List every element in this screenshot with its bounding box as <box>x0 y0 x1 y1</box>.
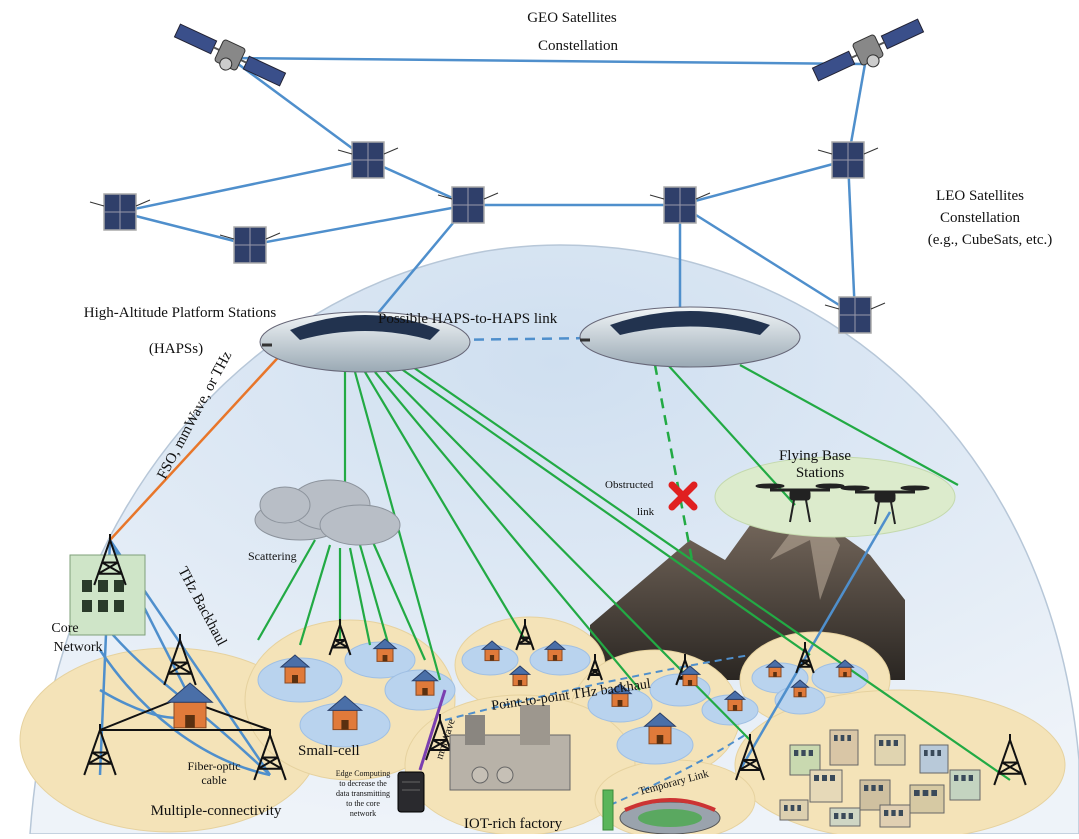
cloud-icon <box>254 479 401 546</box>
geo-satellite-icon <box>811 18 925 82</box>
edge-computing-label: to the core <box>346 799 380 808</box>
house-icon <box>723 690 747 712</box>
building-icon <box>874 734 906 766</box>
edge-computing-label: to decrease the <box>339 779 387 788</box>
fiber-label: Fiber-optic <box>187 759 240 773</box>
house-icon <box>543 640 567 662</box>
core-network-label: Network <box>54 640 103 655</box>
building-icon <box>909 784 945 814</box>
house-icon <box>279 654 311 684</box>
leo-label: LEO Satellites <box>936 188 1024 204</box>
geo-satellite-icon <box>173 23 287 87</box>
flying-bs-label: Flying Base <box>779 448 851 464</box>
cell-tower-icon <box>425 714 455 761</box>
house-icon <box>326 695 364 731</box>
cubesat-icon <box>89 193 151 231</box>
flying-bs-label: Stations <box>796 465 845 481</box>
core-network-building-icon <box>69 554 146 636</box>
drone-icon <box>755 483 845 523</box>
edge-computing-label: data transmitting <box>336 789 390 798</box>
house-icon <box>166 682 214 729</box>
leo-label: (e.g., CubeSats, etc.) <box>928 232 1053 248</box>
haps-link-label: Possible HAPS-to-HAPS link <box>378 311 558 327</box>
cell-tower-icon <box>93 534 127 586</box>
temporary-tower-icon <box>602 789 614 831</box>
iot-factory-label: IOT-rich factory <box>464 816 563 832</box>
house-icon <box>678 665 702 687</box>
obstructed-label: link <box>637 506 655 518</box>
cubesat-icon <box>817 141 879 179</box>
house-icon <box>372 638 398 662</box>
haps-label: High-Altitude Platform Stations <box>84 305 277 321</box>
leo-label: Constellation <box>940 210 1020 226</box>
cell-tower-icon <box>83 724 117 776</box>
fiber-label: cable <box>201 773 226 787</box>
obstruction-x-icon <box>668 481 698 511</box>
house-icon <box>765 659 785 678</box>
cubesat-icon <box>337 141 399 179</box>
core-network-label: Core <box>51 621 78 636</box>
small-cell-label: Small-cell <box>298 743 360 759</box>
geo-label: GEO Satellites <box>527 10 617 26</box>
cell-tower-icon <box>993 734 1027 786</box>
cubesat-icon <box>437 186 499 224</box>
cell-tower-icon <box>515 619 535 651</box>
cell-tower-icon <box>253 729 287 781</box>
factory-icon <box>449 705 571 791</box>
house-icon <box>643 712 677 745</box>
drone-icon <box>840 485 930 525</box>
edge-computing-label: network <box>350 809 376 818</box>
house-icon <box>607 683 633 707</box>
building-icon <box>779 799 809 821</box>
zone-flying-bs <box>714 456 956 538</box>
cell-tower-icon <box>328 619 352 656</box>
cubesat-icon <box>649 186 711 224</box>
p2p-thz-link <box>444 654 751 721</box>
houses <box>166 638 855 745</box>
obstructed-label: Obstructed <box>605 479 654 491</box>
edge-computing-label: Edge Computing <box>336 769 390 778</box>
cubesat-group <box>89 141 886 334</box>
house-icon <box>790 679 810 698</box>
building-icon <box>829 729 859 766</box>
temporary-link-line <box>609 734 746 806</box>
airship-icon <box>259 311 471 373</box>
building-icon <box>949 769 981 801</box>
cell-tower-icon <box>163 634 197 686</box>
cell-tower-icon <box>587 654 603 681</box>
stadium-icon <box>619 798 721 835</box>
haps-label: (HAPSs) <box>149 341 203 357</box>
building-icon <box>829 807 861 827</box>
scattering-label: Scattering <box>248 549 297 563</box>
house-icon <box>411 669 439 696</box>
building-icon <box>879 804 911 828</box>
fso-link <box>109 349 286 541</box>
server-icon <box>397 771 425 813</box>
house-icon <box>835 659 855 678</box>
mmwave-link <box>418 689 447 771</box>
airship-icon <box>579 306 801 368</box>
geo-label: Constellation <box>538 38 618 54</box>
building-icon <box>919 744 949 774</box>
building-icon <box>809 769 843 803</box>
multi-connectivity-label: Multiple-connectivity <box>151 803 282 819</box>
cell-tower-icon <box>795 642 815 674</box>
cubesat-icon <box>219 226 281 264</box>
house-icon <box>508 665 532 687</box>
cubesat-icon <box>824 296 886 334</box>
cell-tower-icon <box>735 734 765 781</box>
small-cells <box>257 641 869 765</box>
city-buildings <box>779 729 981 828</box>
house-icon <box>480 640 504 662</box>
